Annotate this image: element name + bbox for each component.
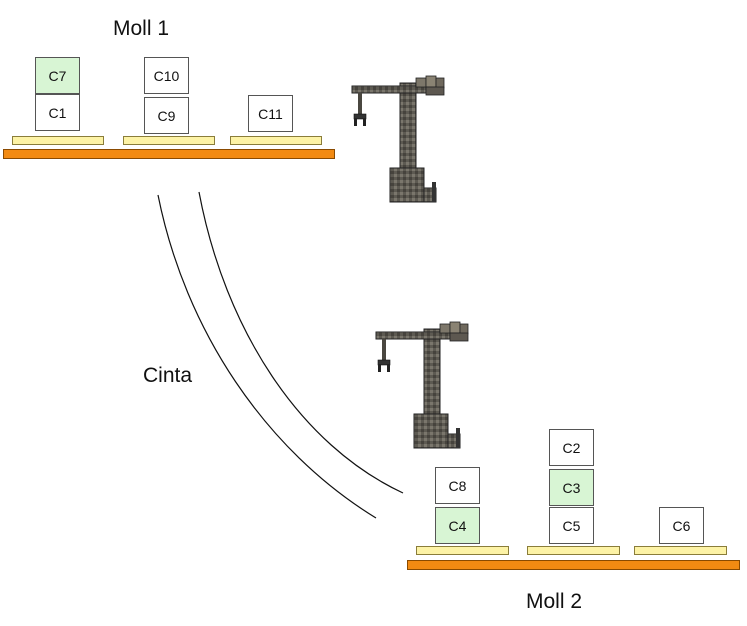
box-c4[interactable]: C4 xyxy=(435,507,480,544)
box-c2[interactable]: C2 xyxy=(549,429,594,466)
box-c5[interactable]: C5 xyxy=(549,507,594,544)
dock-2-label: Moll 2 xyxy=(526,590,583,613)
pallet xyxy=(123,136,215,145)
belt-label: Cinta xyxy=(143,364,193,387)
box-c11[interactable]: C11 xyxy=(248,95,293,132)
pallet xyxy=(12,136,104,145)
pallet xyxy=(527,546,620,555)
box-c3[interactable]: C3 xyxy=(549,469,594,506)
pallet xyxy=(634,546,727,555)
box-c9[interactable]: C9 xyxy=(144,97,189,134)
box-c7[interactable]: C7 xyxy=(35,57,80,94)
dock-2-platform xyxy=(407,560,740,570)
box-c8[interactable]: C8 xyxy=(435,467,480,504)
dock-1-label: Moll 1 xyxy=(113,17,170,40)
pallet xyxy=(416,546,509,555)
box-c6[interactable]: C6 xyxy=(659,507,704,544)
box-c1[interactable]: C1 xyxy=(35,94,80,131)
pallet xyxy=(230,136,322,145)
box-c10[interactable]: C10 xyxy=(144,57,189,94)
dock-1-platform xyxy=(3,149,335,159)
